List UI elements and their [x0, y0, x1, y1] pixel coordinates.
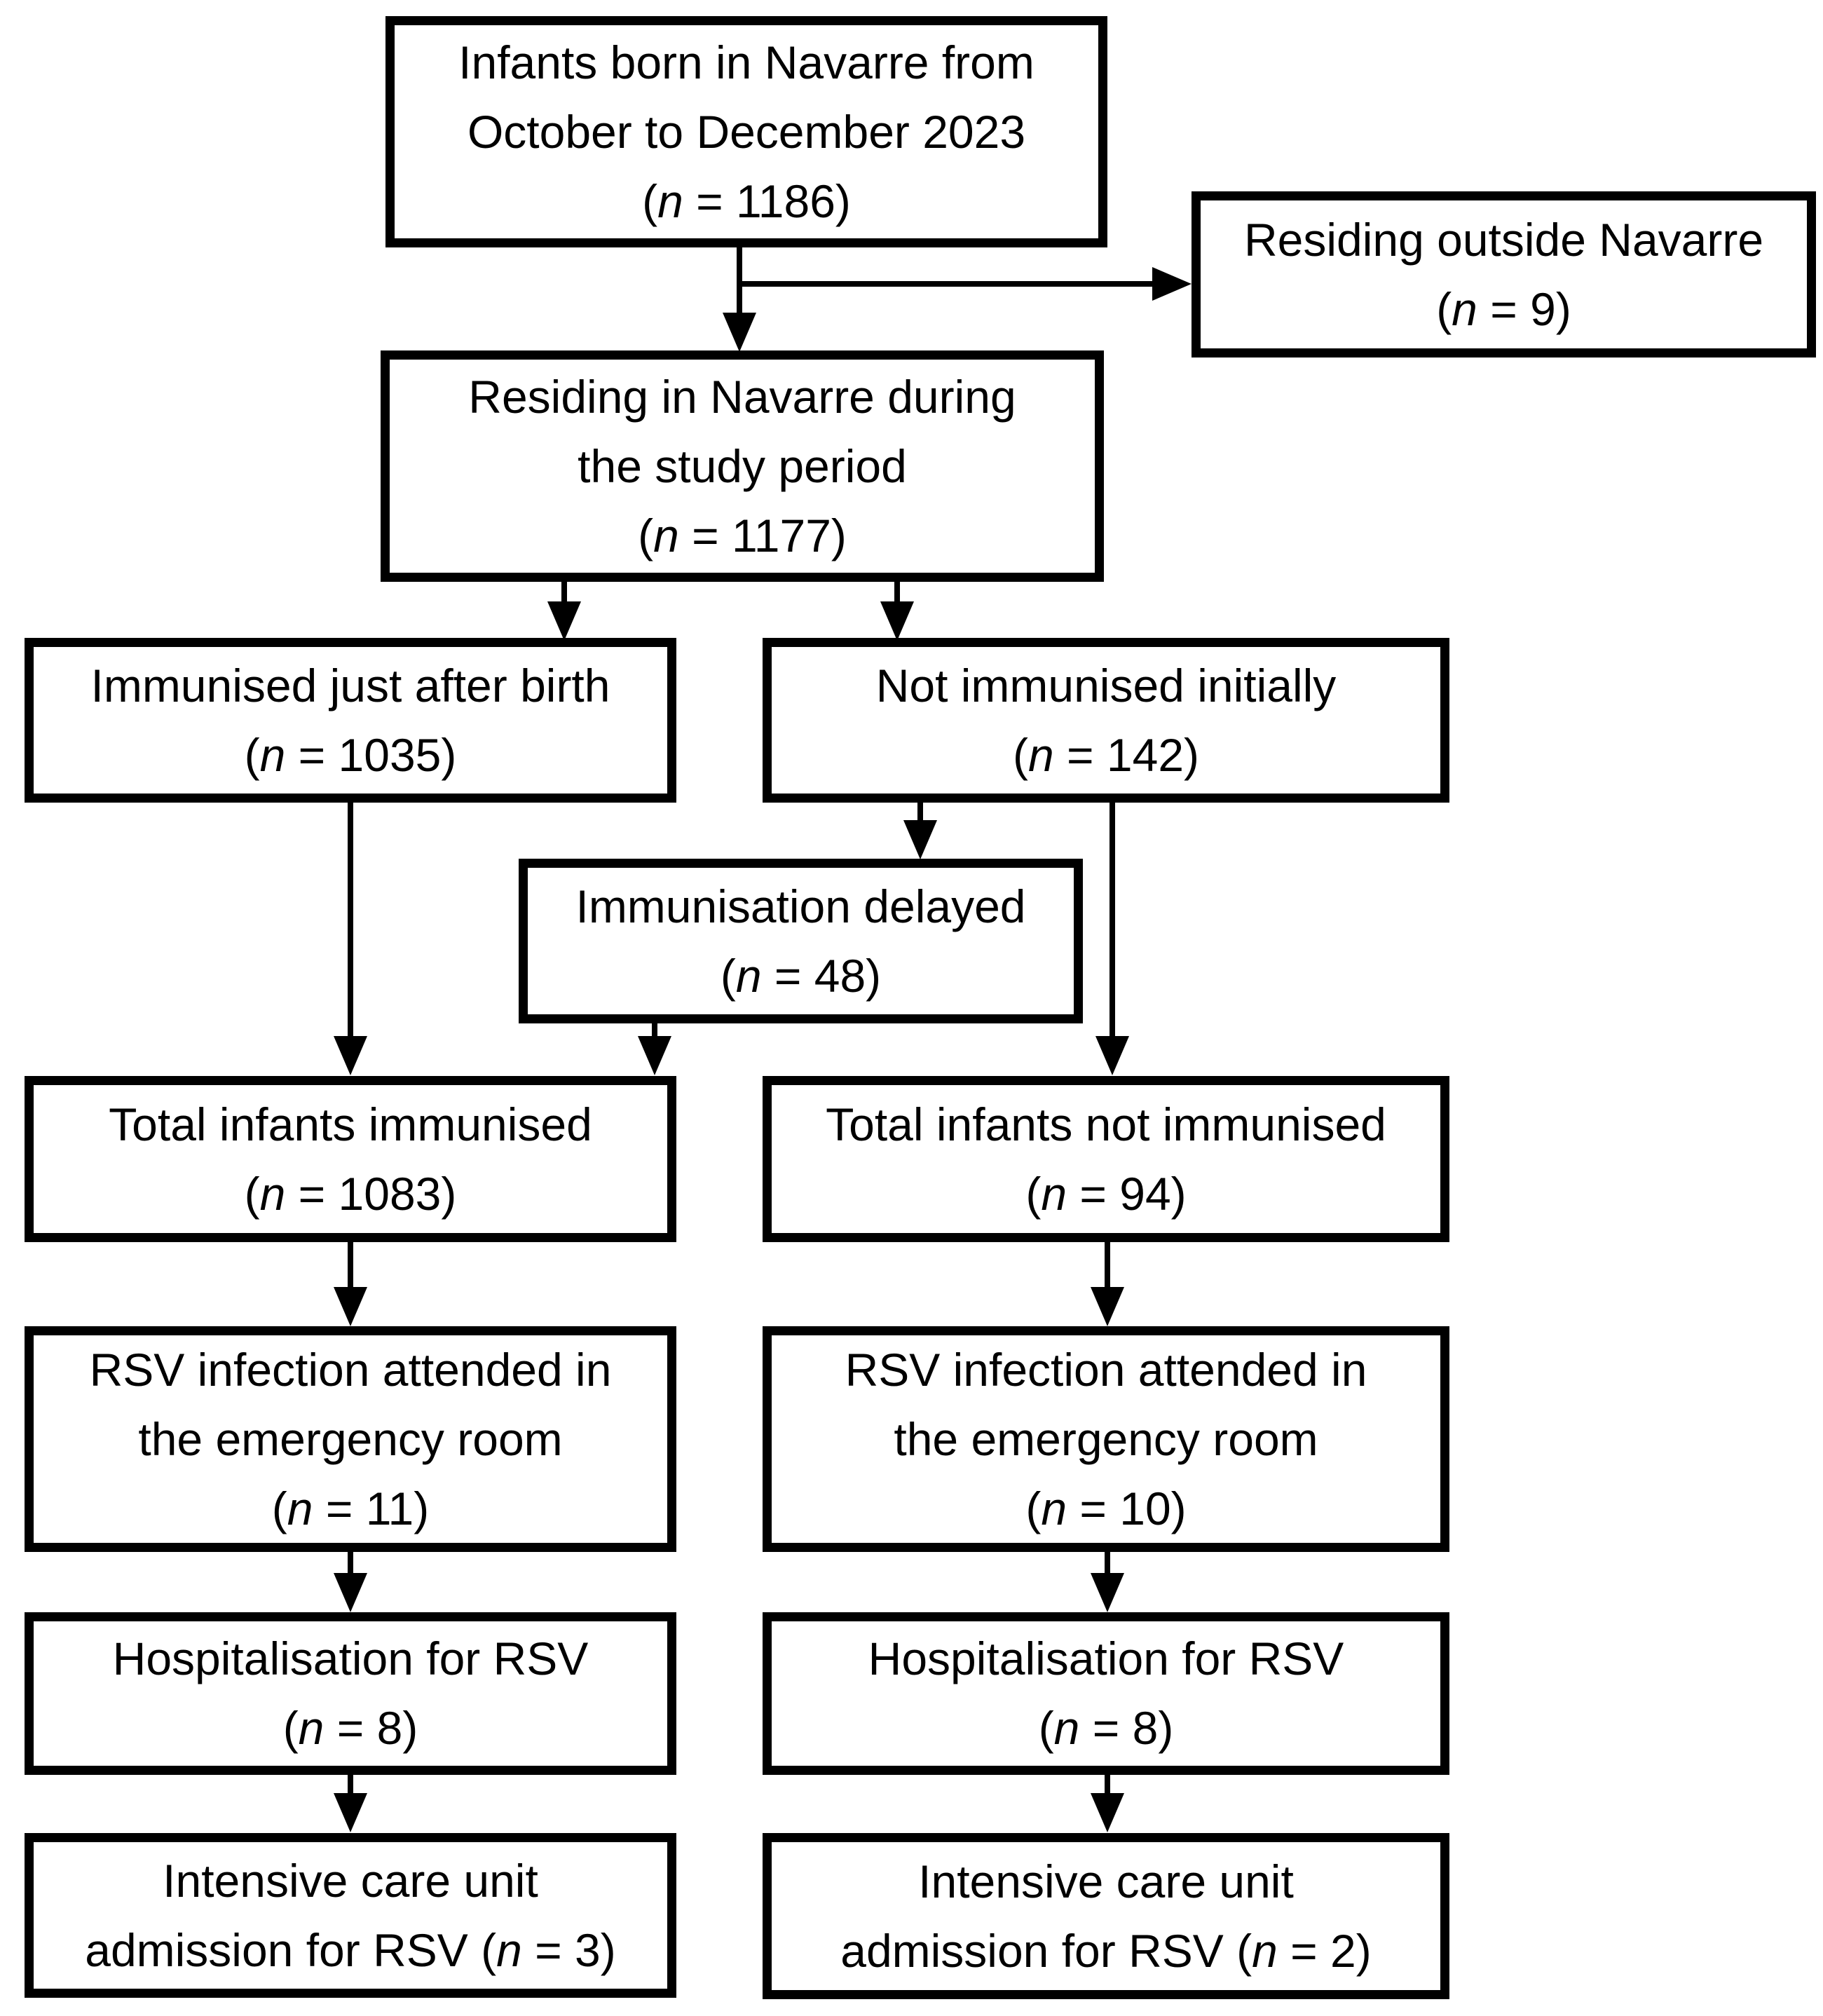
node-text-line: the study period [578, 440, 907, 492]
node-text-line: Immunised just after birth [90, 659, 610, 711]
node-icu-not-immunised: Intensive care unit admission for RSV (n… [763, 1833, 1449, 1999]
node-text-line: (n = 1186) [642, 175, 851, 227]
node-text-line: (n = 8) [282, 1702, 418, 1754]
node-text-line: Total infants not immunised [826, 1098, 1386, 1150]
arrow-down-into-not-immunised-icon [880, 601, 914, 641]
edge-rsv-er-to-hosp-not-immunised-line [1105, 1552, 1110, 1574]
node-residing-in-navarre: Residing in Navarre during the study per… [381, 350, 1104, 582]
node-immunisation-delayed: Immunisation delayed (n = 48) [519, 859, 1083, 1023]
edge-delayed-to-total-immunised-line [652, 1023, 657, 1039]
node-text-line: Intensive care unit [918, 1855, 1294, 1907]
node-text-line: Residing outside Navarre [1243, 213, 1764, 266]
node-rsv-er-immunised: RSV infection attended in the emergency … [25, 1326, 676, 1552]
edge-immunised-birth-to-total-immunised-line [348, 803, 353, 1037]
node-rsv-er-not-immunised: RSV infection attended in the emergency … [763, 1326, 1449, 1552]
edge-total-not-immunised-to-rsv-er-line [1105, 1242, 1110, 1288]
node-text-line: (n = 1035) [244, 728, 457, 781]
node-text-line: Intensive care unit [163, 1854, 538, 1907]
node-text-line: (n = 10) [1025, 1482, 1187, 1534]
node-residing-outside-navarre: Residing outside Navarre (n = 9) [1192, 191, 1816, 357]
arrow-down-into-total-immunised-icon [334, 1036, 367, 1075]
node-text-line: Infants born in Navarre from [458, 36, 1035, 88]
node-text-line: (n = 8) [1038, 1702, 1174, 1754]
arrow-down-into-residing-in-icon [723, 313, 756, 352]
node-text-line: the emergency room [138, 1412, 563, 1465]
node-text-line: October to December 2023 [467, 105, 1026, 158]
node-text-line: Immunisation delayed [575, 880, 1026, 932]
node-text-line: admission for RSV (n = 3) [85, 1923, 616, 1976]
node-text-line: Hospitalisation for RSV [112, 1633, 589, 1684]
node-text-line: (n = 1177) [638, 509, 847, 561]
node-text-line: (n = 1083) [244, 1167, 457, 1220]
arrow-down-into-hosp-immunised-icon [334, 1573, 367, 1612]
arrow-down-into-delayed-icon [903, 820, 937, 859]
node-total-infants-not-immunised: Total infants not immunised (n = 94) [763, 1076, 1449, 1242]
arrow-right-into-residing-outside-icon [1152, 267, 1192, 301]
node-hospitalisation-immunised: Hospitalisation for RSV (n = 8) [25, 1612, 676, 1775]
edge-hosp-to-icu-not-immunised-line [1105, 1775, 1110, 1794]
node-text-line: admission for RSV (n = 2) [840, 1924, 1372, 1977]
arrow-down-into-immunised-birth-icon [547, 601, 581, 641]
arrow-down-into-rsv-er-immunised-icon [334, 1287, 367, 1326]
edge-not-immunised-to-total-not-immunised-line [1109, 803, 1115, 1037]
edge-residing-in-to-immunised-birth-line [561, 582, 567, 604]
arrow-down-into-rsv-er-not-immunised-icon [1091, 1287, 1124, 1326]
node-text-line: (n = 142) [1012, 728, 1200, 781]
edge-infants-born-to-residing-outside-line [737, 281, 1152, 287]
node-text-line: (n = 48) [720, 949, 882, 1002]
node-text-line: (n = 9) [1436, 282, 1571, 335]
edge-rsv-er-to-hosp-immunised-line [348, 1552, 353, 1574]
node-total-infants-immunised: Total infants immunised (n = 1083) [25, 1076, 676, 1242]
node-text-line: (n = 94) [1025, 1167, 1187, 1220]
node-immunised-just-after-birth: Immunised just after birth (n = 1035) [25, 638, 676, 803]
edge-total-immunised-to-rsv-er-line [348, 1242, 353, 1288]
node-text-line: Hospitalisation for RSV [868, 1633, 1344, 1684]
node-text-line: Residing in Navarre during [468, 370, 1016, 423]
node-icu-immunised: Intensive care unit admission for RSV (n… [25, 1833, 676, 1998]
arrow-down-delayed-into-total-immunised-icon [638, 1036, 671, 1075]
node-hospitalisation-not-immunised: Hospitalisation for RSV (n = 8) [763, 1612, 1449, 1775]
edge-hosp-to-icu-immunised-line [348, 1775, 353, 1794]
node-text-line: RSV infection attended in [845, 1343, 1367, 1396]
edge-infants-born-to-residing-in-line [737, 247, 742, 314]
node-text-line: the emergency room [894, 1412, 1318, 1465]
node-text-line: (n = 11) [271, 1482, 430, 1534]
arrow-down-into-total-not-immunised-icon [1095, 1036, 1129, 1075]
node-infants-born: Infants born in Navarre from October to … [385, 16, 1107, 247]
node-text-line: RSV infection attended in [89, 1343, 612, 1396]
edge-not-immunised-to-delayed-line [917, 803, 923, 822]
arrow-down-into-hosp-not-immunised-icon [1091, 1573, 1124, 1612]
node-not-immunised-initially: Not immunised initially (n = 142) [763, 638, 1449, 803]
edge-residing-in-to-not-immunised-line [894, 582, 900, 604]
arrow-down-into-icu-not-immunised-icon [1091, 1793, 1124, 1832]
node-text-line: Not immunised initially [875, 659, 1337, 711]
node-text-line: Total infants immunised [109, 1098, 592, 1150]
arrow-down-into-icu-immunised-icon [334, 1793, 367, 1832]
